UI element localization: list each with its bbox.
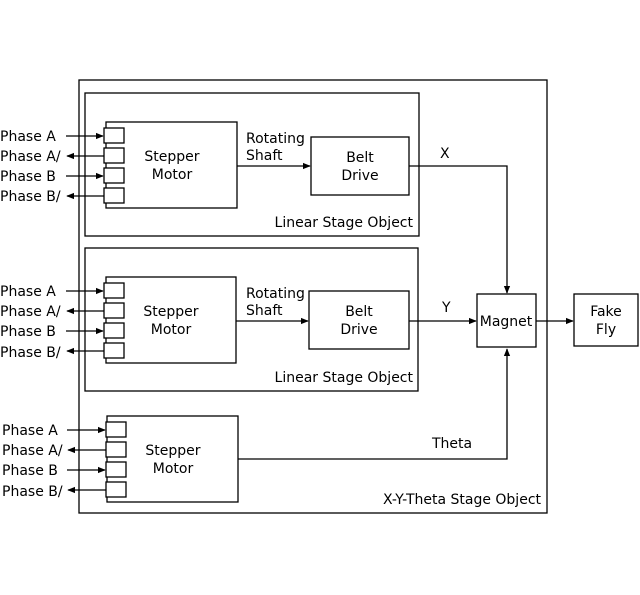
phase-label: Phase A/ — [0, 304, 61, 320]
stepper-motor-box — [105, 276, 237, 364]
phase-label: Phase A/ — [0, 149, 61, 165]
phase-port — [103, 187, 125, 204]
stepper-motor-box — [105, 121, 238, 209]
stepper-motor-label-line2: Motor — [153, 461, 194, 477]
phase-label: Phase B/ — [2, 484, 63, 500]
stepper-motor-box — [106, 415, 239, 503]
phase-label: Phase B/ — [0, 189, 61, 205]
linear-stage-x: Linear Stage Object Stepper Motor Phase … — [0, 92, 420, 237]
phase-label: Phase A — [2, 423, 58, 439]
phase-port — [105, 461, 127, 478]
phase-port — [105, 421, 127, 438]
linear-stage-label: Linear Stage Object — [275, 370, 414, 386]
theta-output-arrow — [238, 348, 511, 460]
belt-drive-label-line2: Drive — [341, 168, 378, 184]
phase-port — [105, 441, 127, 458]
rotating-shaft-label-line1: Rotating — [246, 286, 305, 302]
belt-drive-label-line2: Drive — [340, 322, 377, 338]
theta-output-label: Theta — [431, 436, 472, 452]
fake-fly-box — [573, 293, 639, 347]
phase-port — [103, 127, 125, 144]
phase-port — [103, 282, 125, 299]
phase-port — [105, 481, 127, 498]
phase-label: Phase A — [0, 284, 56, 300]
fake-fly-label-line2: Fly — [596, 322, 616, 338]
magnet-label: Magnet — [480, 314, 533, 330]
phase-port — [103, 342, 125, 359]
phase-port — [103, 147, 125, 164]
phase-label: Phase B — [2, 463, 58, 479]
x-output-arrow — [409, 165, 511, 294]
phase-port — [103, 322, 125, 339]
stepper-motor-label-line1: Stepper — [145, 443, 200, 459]
linear-stage-y: Linear Stage Object Stepper Motor Phase … — [0, 247, 419, 392]
phase-port — [103, 167, 125, 184]
xy-theta-stage-label: X-Y-Theta Stage Object — [383, 492, 542, 508]
stepper-motor-label-line2: Motor — [151, 322, 192, 338]
x-output-label: X — [440, 146, 450, 162]
phase-port — [103, 302, 125, 319]
linear-stage-label: Linear Stage Object — [275, 215, 414, 231]
y-output-label: Y — [441, 300, 451, 316]
belt-drive-box — [308, 290, 410, 350]
theta-motor: Stepper Motor Phase A Phase A/ Phase B P… — [2, 415, 239, 503]
belt-drive-box — [310, 136, 410, 196]
stepper-motor-label-line2: Motor — [152, 167, 193, 183]
phase-label: Phase B/ — [0, 345, 61, 361]
phase-label: Phase A/ — [2, 443, 63, 459]
belt-drive-label-line1: Belt — [345, 304, 373, 320]
fake-fly-label-line1: Fake — [590, 304, 622, 320]
phase-label: Phase B — [0, 169, 56, 185]
rotating-shaft-label-line2: Shaft — [246, 148, 283, 164]
rotating-shaft-label-line1: Rotating — [246, 131, 305, 147]
phase-label: Phase A — [0, 129, 56, 145]
stepper-motor-label-line1: Stepper — [143, 304, 198, 320]
rotating-shaft-label-line2: Shaft — [246, 303, 283, 319]
stepper-motor-label-line1: Stepper — [144, 149, 199, 165]
phase-label: Phase B — [0, 324, 56, 340]
belt-drive-label-line1: Belt — [346, 150, 374, 166]
